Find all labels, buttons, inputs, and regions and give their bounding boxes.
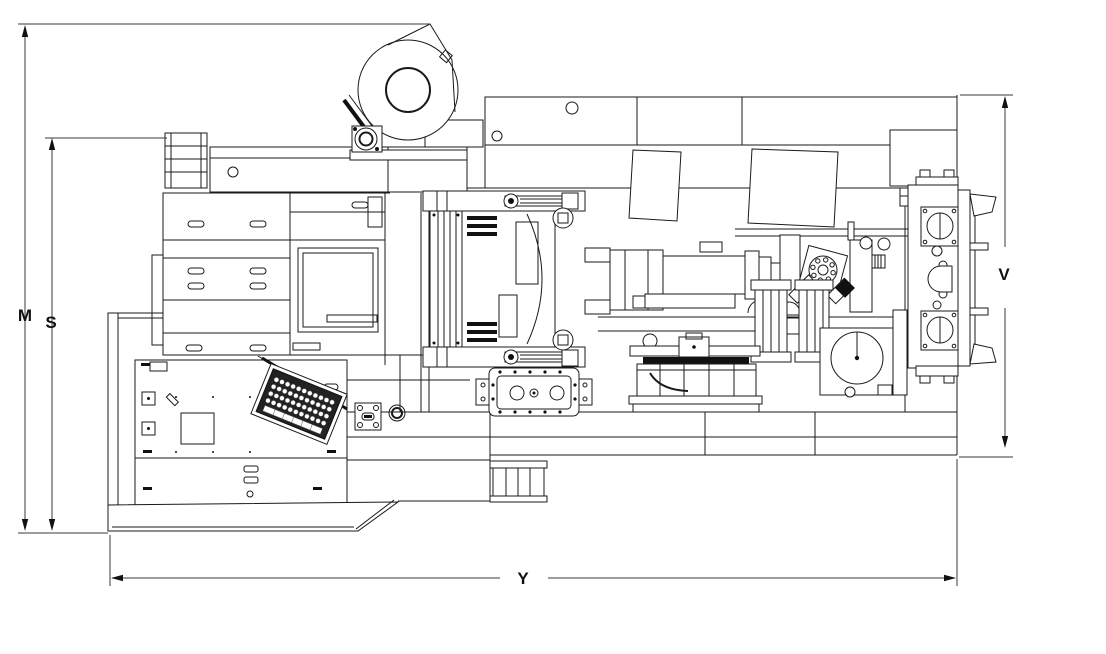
clamp-cylinder-right	[786, 279, 834, 363]
left-plate	[429, 210, 463, 348]
band-wheel-housing-arc	[526, 213, 543, 345]
fan-housing	[357, 39, 459, 141]
dimension-m: M	[18, 23, 430, 531]
frame-box	[461, 210, 556, 348]
dimension-v: V	[959, 94, 1013, 458]
drawer-handle	[185, 344, 203, 352]
dimension-label-m: M	[18, 306, 32, 325]
clamp-bar	[643, 357, 749, 364]
drawer-handle	[187, 282, 205, 290]
top-cover-box	[209, 146, 468, 193]
drawer-handle	[249, 220, 267, 228]
drawer-handle	[249, 267, 267, 275]
side-strip	[151, 254, 164, 346]
motor-body	[662, 255, 746, 295]
dimension-s: S	[45, 137, 167, 531]
drive-motor	[584, 241, 782, 315]
vise-column	[899, 169, 959, 384]
drawer-handle	[249, 344, 267, 352]
blower-fan-scroll	[342, 23, 484, 161]
sight-ring	[388, 404, 406, 422]
clamp-flange-lower	[920, 310, 959, 351]
guide-rail-bottom	[422, 346, 586, 368]
brush-strip	[632, 403, 760, 413]
control-cabinet	[107, 312, 348, 506]
dimension-label-y: Y	[517, 569, 529, 588]
dimension-label-s: S	[45, 313, 56, 332]
clamp-cylinder-left	[750, 279, 792, 363]
blower-base	[349, 149, 468, 161]
top-cover-band	[484, 96, 958, 189]
keyboard-panel	[250, 362, 348, 446]
dimension-label-v: V	[998, 265, 1010, 284]
drawer-handle	[249, 282, 267, 290]
gearbox-cover-plate	[475, 367, 593, 417]
mid-cabinet-frame	[289, 192, 386, 356]
scroll-chute	[387, 23, 456, 113]
tilted-access-panel-left	[628, 149, 682, 222]
drawer-cabinet	[151, 192, 291, 356]
saw-head-frame	[422, 190, 586, 368]
dimension-y: Y	[109, 459, 958, 588]
keyhole-slot	[927, 265, 953, 293]
peg	[969, 307, 989, 316]
valve-block	[849, 239, 873, 313]
feed-table	[628, 332, 763, 413]
drawer-handle	[187, 267, 205, 275]
vent-grille	[326, 314, 378, 323]
vent-grille	[292, 342, 321, 351]
clamp-flange-upper	[920, 206, 959, 247]
mounting-flange-small	[354, 402, 382, 431]
hose	[649, 372, 689, 392]
guide-rail-top	[422, 190, 586, 212]
fixture-casting	[957, 189, 997, 367]
hole	[227, 166, 239, 178]
pressure-gauge-dial	[819, 309, 908, 398]
peg	[969, 242, 989, 251]
vent-hole	[491, 130, 503, 142]
keyboard-keys	[265, 377, 335, 426]
chute-fitting	[438, 49, 453, 64]
side-wall	[107, 312, 119, 506]
chip-tray	[107, 499, 400, 532]
pivot-pad	[552, 329, 574, 351]
tilted-access-panel-right	[747, 148, 839, 228]
vent-hole	[565, 101, 579, 115]
access-plate	[180, 412, 215, 445]
cabinet-lower-band	[134, 457, 348, 506]
ladder-rack	[164, 132, 208, 189]
blower-inlet-ring	[385, 67, 431, 113]
roller-block	[489, 460, 548, 503]
drawer-handle	[187, 220, 205, 228]
motor-base	[644, 293, 736, 309]
pivot-pad	[552, 207, 574, 229]
